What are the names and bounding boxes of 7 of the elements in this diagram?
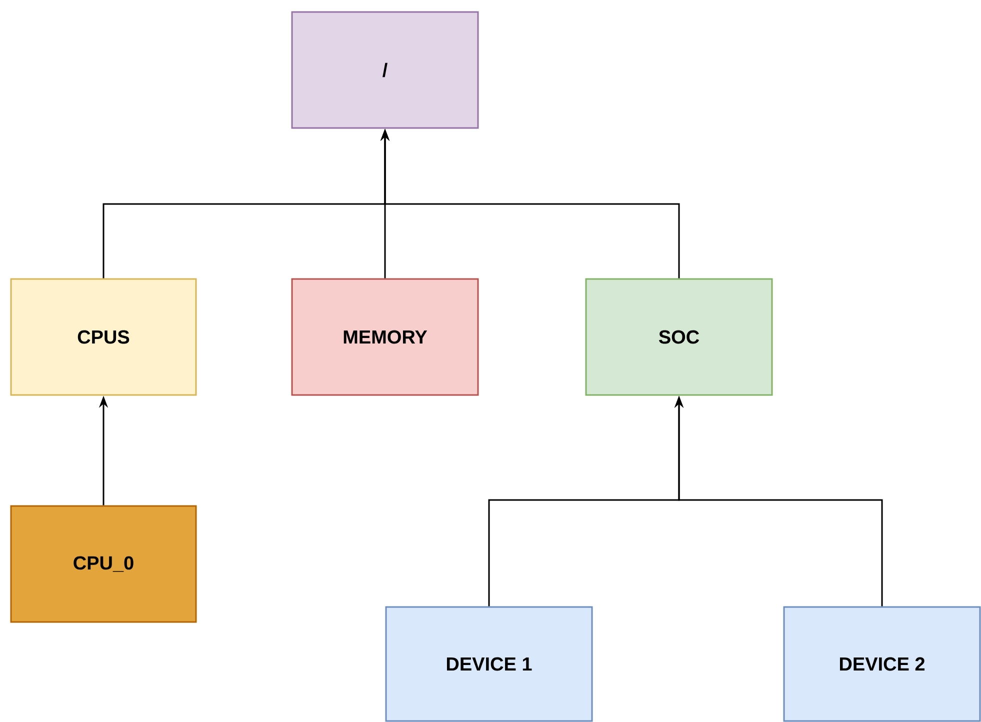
box: CPUS [10,278,197,396]
box: MEMORY [291,278,479,396]
box: DEVICE 2 [783,606,981,722]
box: SOC [585,278,773,396]
box: CPU_0 [10,505,197,623]
box: / [291,11,479,129]
box: DEVICE 1 [385,606,593,722]
